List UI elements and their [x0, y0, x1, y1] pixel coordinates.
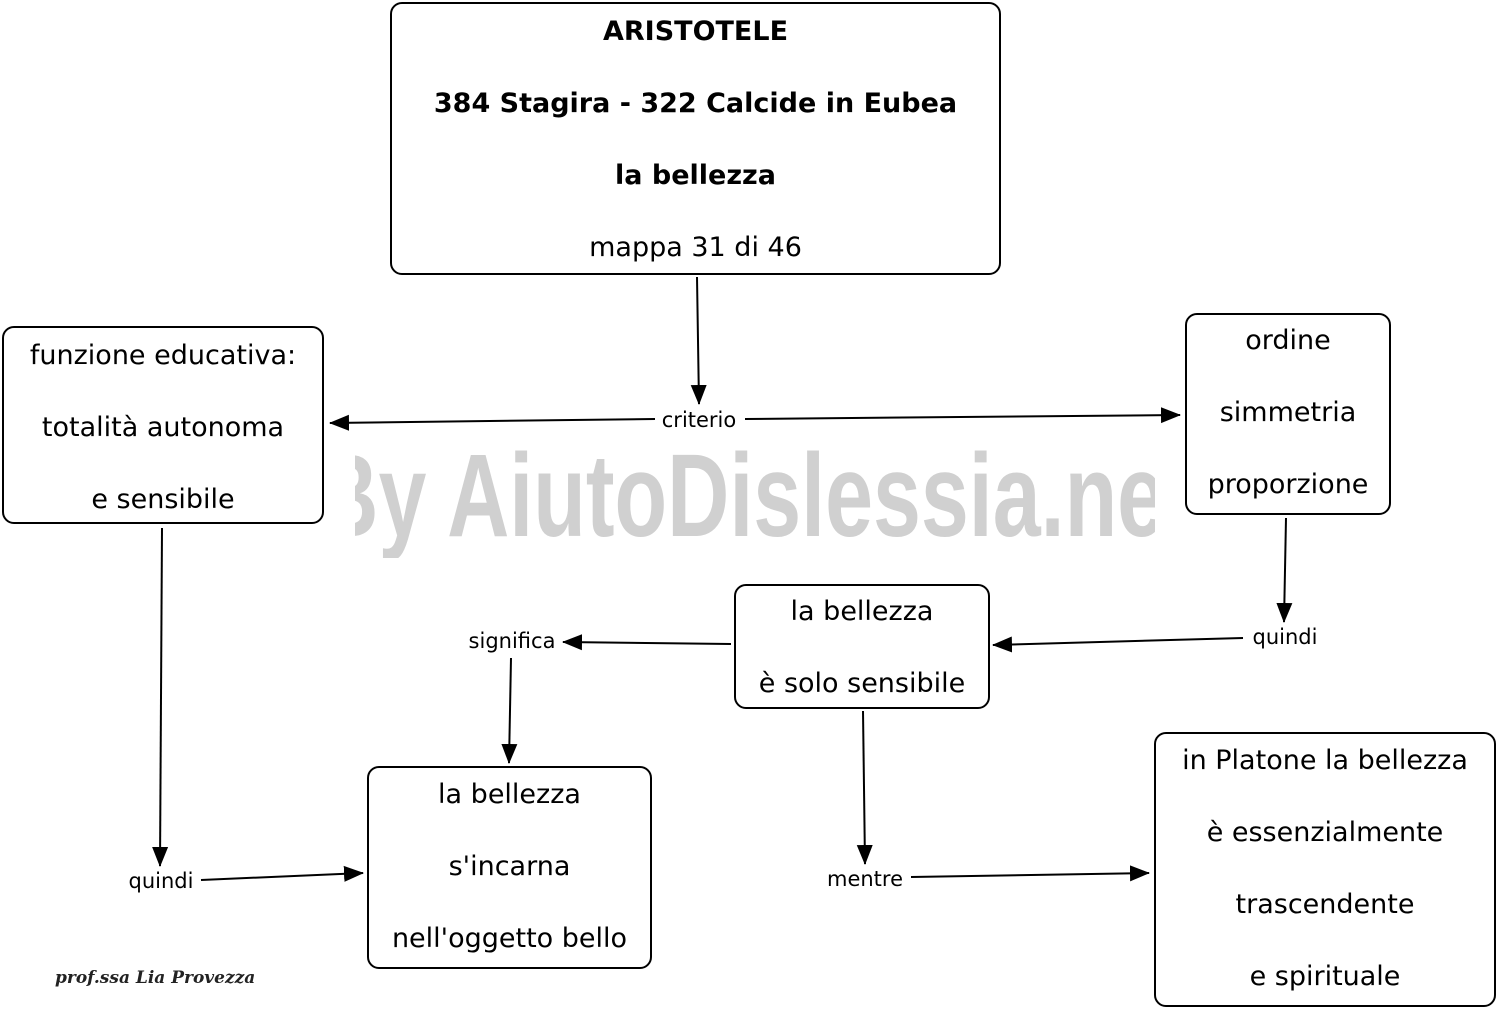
edge-title-criterio — [690, 276, 707, 405]
node-text-line: funzione educativa: — [29, 340, 297, 371]
node-text-line: s'incarna — [448, 851, 571, 882]
watermark: By AiutoDislessia.net — [355, 428, 1155, 558]
link-label-significa: significa — [465, 628, 559, 654]
link-label-mentre: mentre — [823, 866, 907, 892]
node-platone: in Platone la bellezza è essenzialmente … — [1154, 732, 1496, 1007]
node-text-line: in Platone la bellezza — [1182, 745, 1468, 776]
edge-significa-incarna — [501, 657, 518, 764]
node-incarna: la bellezza s'incarna nell'oggetto bello — [367, 766, 652, 969]
node-text-line: e sensibile — [91, 484, 235, 515]
node-text-line: ordine — [1245, 325, 1331, 356]
edge-quindi-solosensibile — [992, 636, 1244, 653]
node-text-line: nell'oggetto bello — [391, 923, 628, 954]
title-map-index: mappa 31 di 46 — [589, 232, 802, 263]
edge-funzione-quindi — [152, 527, 169, 867]
node-text-line: è essenzialmente — [1206, 817, 1444, 848]
node-text-line: trascendente — [1235, 889, 1415, 920]
node-text-line: proporzione — [1207, 469, 1369, 500]
node-text-line: totalità autonoma — [41, 412, 285, 443]
title-name: ARISTOTELE — [602, 16, 789, 47]
link-label-criterio: criterio — [658, 407, 740, 433]
node-text-line: simmetria — [1219, 397, 1357, 428]
node-text-line: la bellezza — [790, 596, 934, 627]
edge-solosensibile-significa — [562, 634, 732, 651]
link-label-quindi-left: quindi — [125, 868, 197, 894]
node-text-line: e spirituale — [1249, 961, 1401, 992]
edge-quindi-incarna — [200, 865, 364, 882]
edge-mentre-platone — [910, 865, 1150, 882]
edge-criterio-funzione — [329, 414, 656, 431]
edge-ordine-quindi — [1276, 517, 1293, 623]
watermark-text: By AiutoDislessia.net — [355, 429, 1155, 558]
node-text-line: la bellezza — [438, 779, 581, 810]
node-funzione-educativa: funzione educativa: totalità autonoma e … — [2, 326, 324, 524]
node-solo-sensibile: la bellezza è solo sensibile — [734, 584, 990, 709]
title-node: ARISTOTELE 384 Stagira - 322 Calcide in … — [390, 2, 1001, 275]
title-topic: la bellezza — [615, 160, 776, 191]
node-text-line: è solo sensibile — [758, 668, 966, 699]
title-dates: 384 Stagira - 322 Calcide in Eubea — [433, 88, 958, 119]
edge-solosensibile-mentre — [856, 710, 873, 865]
link-label-quindi-right: quindi — [1249, 624, 1321, 650]
edge-criterio-ordine — [744, 407, 1181, 424]
author-signature: prof.ssa Lia Provezza — [55, 968, 256, 988]
node-ordine: ordine simmetria proporzione — [1185, 313, 1391, 515]
